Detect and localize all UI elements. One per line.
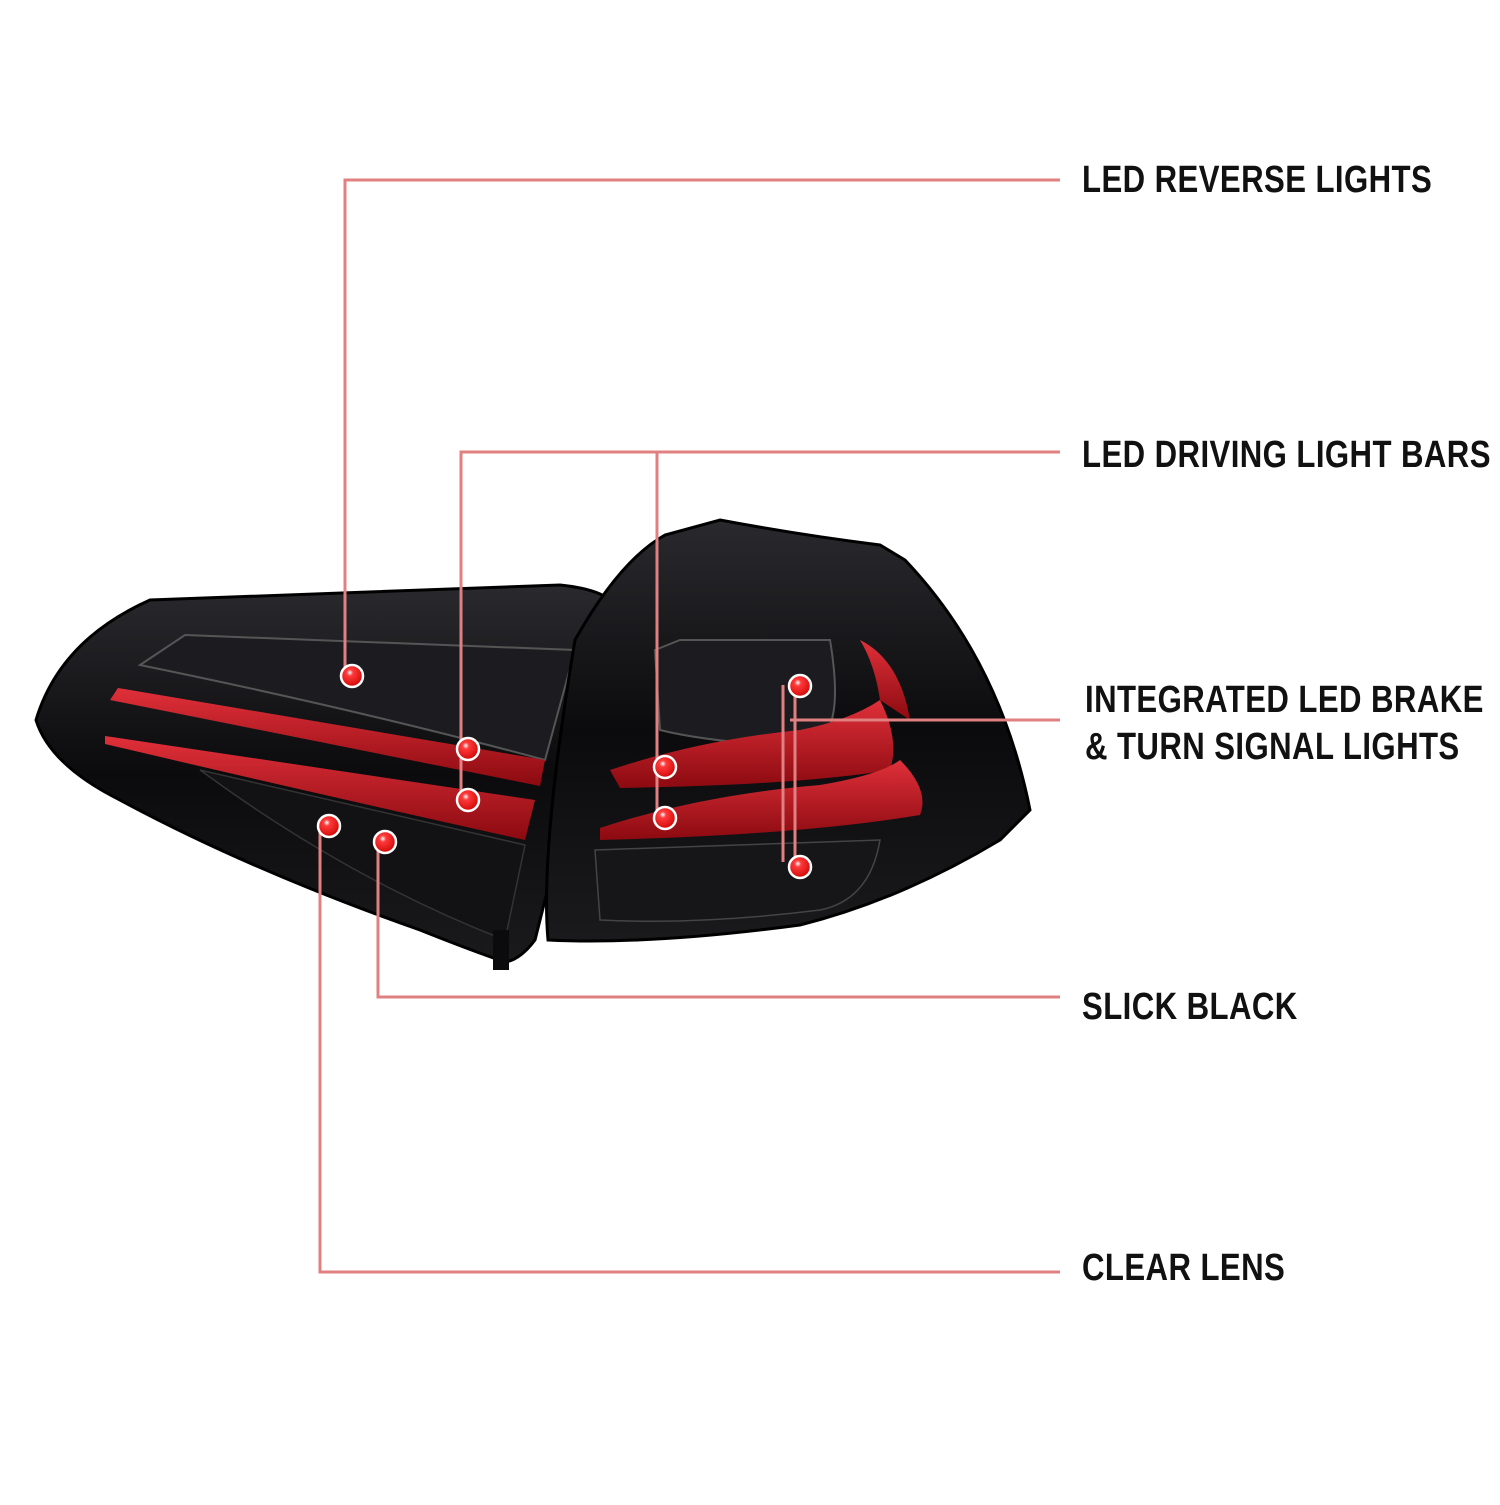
outer-upper-light-bar xyxy=(110,688,545,786)
marker-clear-lens xyxy=(316,813,342,839)
inner-taillight xyxy=(545,518,1032,943)
callout-markers xyxy=(316,663,813,880)
outer-taillight xyxy=(34,583,620,970)
marker-driving-bar-right-upper xyxy=(652,754,678,780)
leader-lines xyxy=(318,178,1060,1274)
label-clear-lens: CLEAR LENS xyxy=(1082,1247,1286,1289)
marker-driving-bar-left-upper xyxy=(455,736,481,762)
leader-line-driving-bars-left xyxy=(459,450,660,800)
outer-reverse-panel xyxy=(137,633,577,762)
outer-lower-light-bar xyxy=(105,736,535,840)
marker-driving-bar-left-lower xyxy=(455,787,481,813)
inner-red-side-accent xyxy=(860,640,910,720)
outer-lower-lens xyxy=(199,769,526,942)
marker-brake-turn-lower xyxy=(787,854,813,880)
label-led-reverse-lights: LED REVERSE LIGHTS xyxy=(1082,159,1433,201)
leader-line-clear-lens xyxy=(318,825,1060,1274)
leader-line-driving-bars-right xyxy=(655,450,1060,818)
marker-slick-black xyxy=(372,829,398,855)
leader-line-reverse-lights xyxy=(343,178,1060,670)
label-brake-line-1: INTEGRATED LED BRAKE xyxy=(1085,679,1484,721)
inner-lower-light-bar xyxy=(600,760,923,840)
inner-upper-light-bar xyxy=(610,700,894,788)
label-led-driving-light-bars: LED DRIVING LIGHT BARS xyxy=(1082,434,1491,476)
marker-driving-bar-right-lower xyxy=(652,805,678,831)
leader-line-slick-black xyxy=(376,840,1060,999)
marker-reverse-lights xyxy=(339,663,365,689)
outer-mount-tab xyxy=(493,930,509,970)
label-brake-line-2: & TURN SIGNAL LIGHTS xyxy=(1085,726,1460,768)
label-slick-black: SLICK BLACK xyxy=(1082,986,1298,1028)
marker-brake-turn-upper xyxy=(787,673,813,699)
